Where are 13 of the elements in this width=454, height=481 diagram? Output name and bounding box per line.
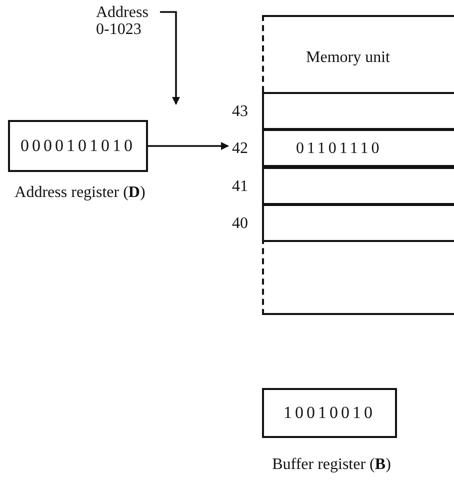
leader-arrow xyxy=(160,11,180,105)
address-number: 41 xyxy=(232,178,248,196)
binary-value: 10010010 xyxy=(282,403,376,423)
address-range-label: Address 0-1023 xyxy=(96,4,150,38)
register-caption: Buffer register (B) xyxy=(271,456,392,474)
address-number: 42 xyxy=(232,140,248,158)
address-number: 40 xyxy=(232,215,248,233)
binary-value: 01101110 xyxy=(296,140,382,158)
binary-value: 0000101010 xyxy=(20,136,136,156)
arrow xyxy=(148,142,229,150)
memory-unit-title: Memory unit xyxy=(306,49,390,67)
address-number: 43 xyxy=(232,103,248,121)
register-caption: Address register (D) xyxy=(14,184,146,202)
